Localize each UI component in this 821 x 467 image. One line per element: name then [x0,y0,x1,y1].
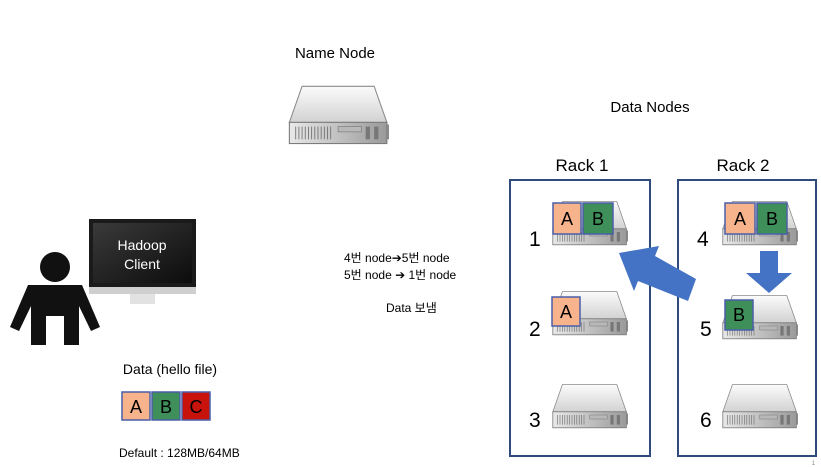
client-label-line-2: Client [124,256,160,272]
data-nodes-label: Data Nodes [610,99,689,116]
node-1-block-a [552,202,582,235]
node-2-number: 2 [529,318,541,341]
rack-2-label: Rack 2 [717,156,770,175]
node-4-block-a-label: A [734,209,746,229]
rack-1-box [509,179,651,457]
node-4-number: 4 [697,228,709,251]
node-3-server-icon [552,384,628,429]
node-1-block-a-label: A [561,209,573,229]
monitor-icon [89,219,196,304]
rack-1-label: Rack 1 [556,156,609,175]
transfer-caption: Data 보냄 [386,301,437,315]
node-6-number: 6 [700,409,712,432]
node-2-block-a-label: A [560,302,572,322]
file-block-c-label: C [190,397,203,417]
file-block-b [151,391,181,421]
node-5-block-b [724,299,754,331]
node-5-block-b-label: B [733,305,745,325]
client-label-line-1: Hadoop [117,237,166,253]
node-2-block-a [551,296,581,327]
name-node-server-icon [288,85,389,145]
name-node-label: Name Node [295,45,375,62]
node-1-number: 1 [529,228,541,251]
node-6-server-icon [722,384,798,429]
page-number: 1 [812,461,816,467]
person-icon [10,252,100,345]
node-3-number: 3 [529,409,541,432]
arrow-down-icon [746,251,792,293]
transfer-line-2: 5번 node ➔ 1번 node [344,268,457,282]
file-block-a [121,391,151,421]
data-file-title: Data (hello file) [123,361,217,377]
file-block-c [181,391,211,421]
transfer-line-1: 4번 node➔5번 node [344,251,450,265]
node-4-block-a [724,202,756,235]
file-block-b-label: B [160,397,172,417]
node-4-block-b-label: B [766,209,778,229]
rack-2-box [677,179,817,457]
node-4-block-b [756,202,788,235]
node-1-block-b [582,202,614,235]
node-1-block-b-label: B [592,209,604,229]
node-5-number: 5 [700,318,712,341]
file-block-a-label: A [130,397,142,417]
default-block-size: Default : 128MB/64MB [119,446,240,460]
arrow-diagonal-icon [619,246,696,301]
